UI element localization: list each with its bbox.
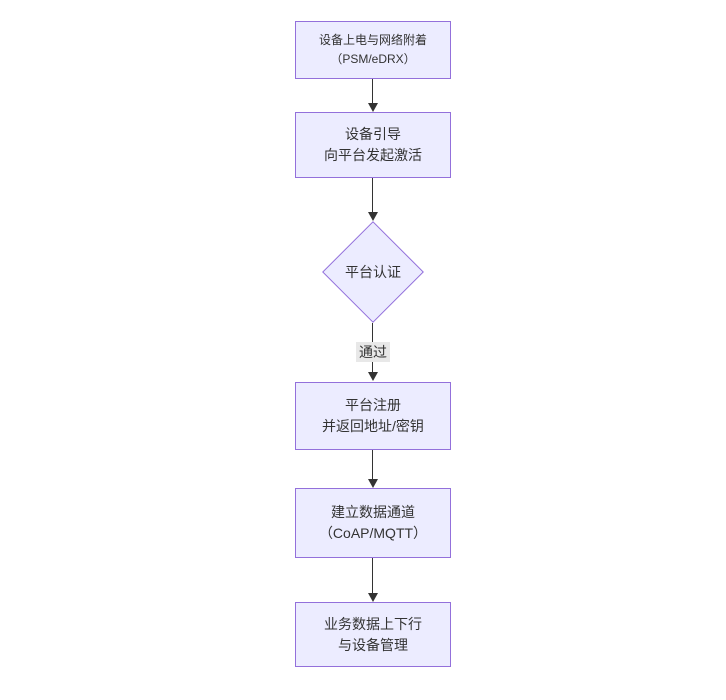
- node-auth-label: 平台认证: [345, 264, 401, 280]
- node-register-line2: 并返回地址/密钥: [322, 418, 424, 434]
- node-channel-line2: （CoAP/MQTT）: [318, 525, 428, 541]
- node-bootstrap-line2: 向平台发起激活: [324, 147, 422, 163]
- edge-channel-to-business-line: [372, 558, 373, 593]
- node-bootstrap-line1: 设备引导: [345, 126, 401, 142]
- node-business-line1: 业务数据上下行: [324, 615, 422, 632]
- node-power-on-line1: 设备上电与网络附着: [318, 33, 427, 47]
- edge-register-to-channel-line: [372, 450, 373, 479]
- edge-auth-to-register-arrowhead-icon: [368, 372, 378, 381]
- edge-register-to-channel-arrowhead-icon: [368, 479, 378, 488]
- node-business-line2: 与设备管理: [338, 636, 408, 653]
- edge-channel-to-business-arrowhead-icon: [368, 593, 378, 602]
- edge-bootstrap-to-auth-arrowhead-icon: [368, 212, 378, 221]
- node-register: 平台注册 并返回地址/密钥: [295, 382, 451, 450]
- node-power-on: 设备上电与网络附着 （PSM/eDRX）: [295, 21, 451, 79]
- node-register-line1: 平台注册: [345, 397, 401, 413]
- node-business: 业务数据上下行 与设备管理: [295, 602, 451, 667]
- node-power-on-line2: （PSM/eDRX）: [330, 52, 416, 66]
- node-bootstrap: 设备引导 向平台发起激活: [295, 112, 451, 178]
- edge-power-to-bootstrap-arrowhead-icon: [368, 103, 378, 112]
- node-channel-line1: 建立数据通道: [331, 504, 415, 520]
- edge-bootstrap-to-auth-line: [372, 178, 373, 212]
- edge-auth-to-register-label: 通过: [356, 342, 390, 362]
- node-channel: 建立数据通道 （CoAP/MQTT）: [295, 488, 451, 558]
- edge-power-to-bootstrap-line: [372, 79, 373, 103]
